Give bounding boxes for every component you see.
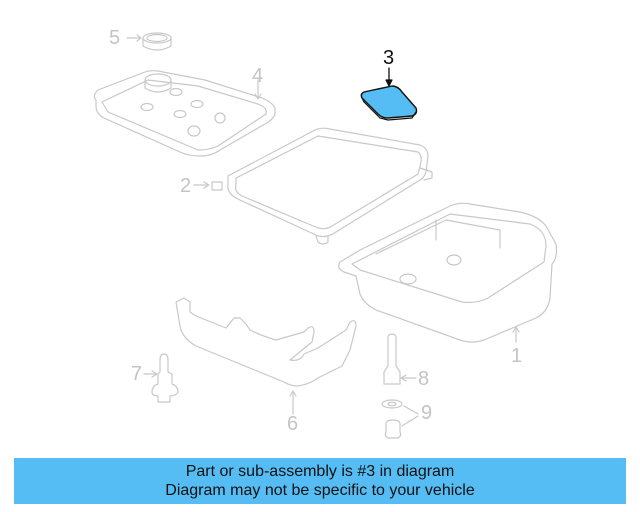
callout-5: 5 — [109, 27, 121, 49]
pan-gasket-part — [193, 127, 433, 245]
callout-8: 8 — [418, 368, 430, 390]
callout-1: 1 — [511, 345, 523, 367]
callout-2: 2 — [180, 175, 192, 197]
valve-body-cover-part — [93, 70, 276, 157]
oil-pan-part — [338, 202, 558, 343]
drain-stud-part — [383, 333, 417, 385]
skid-plate-bracket-part — [175, 297, 357, 415]
banner-line-part-number: Part or sub-assembly is #3 in diagram — [185, 463, 455, 480]
washer-plug-part — [381, 399, 419, 439]
callout-6: 6 — [287, 413, 299, 435]
callout-3: 3 — [383, 47, 395, 69]
seal-ring-part — [126, 32, 172, 51]
filter-part — [360, 67, 418, 121]
callout-4: 4 — [252, 65, 264, 87]
parts-diagram: 5 4 3 2 1 7 8 9 6 — [93, 27, 558, 439]
info-banner: Part or sub-assembly is #3 in diagram Di… — [14, 458, 626, 504]
callout-9: 9 — [421, 402, 433, 424]
callout-7: 7 — [131, 363, 143, 385]
banner-line-disclaimer: Diagram may not be specific to your vehi… — [165, 482, 475, 499]
bolt-part — [143, 353, 179, 403]
